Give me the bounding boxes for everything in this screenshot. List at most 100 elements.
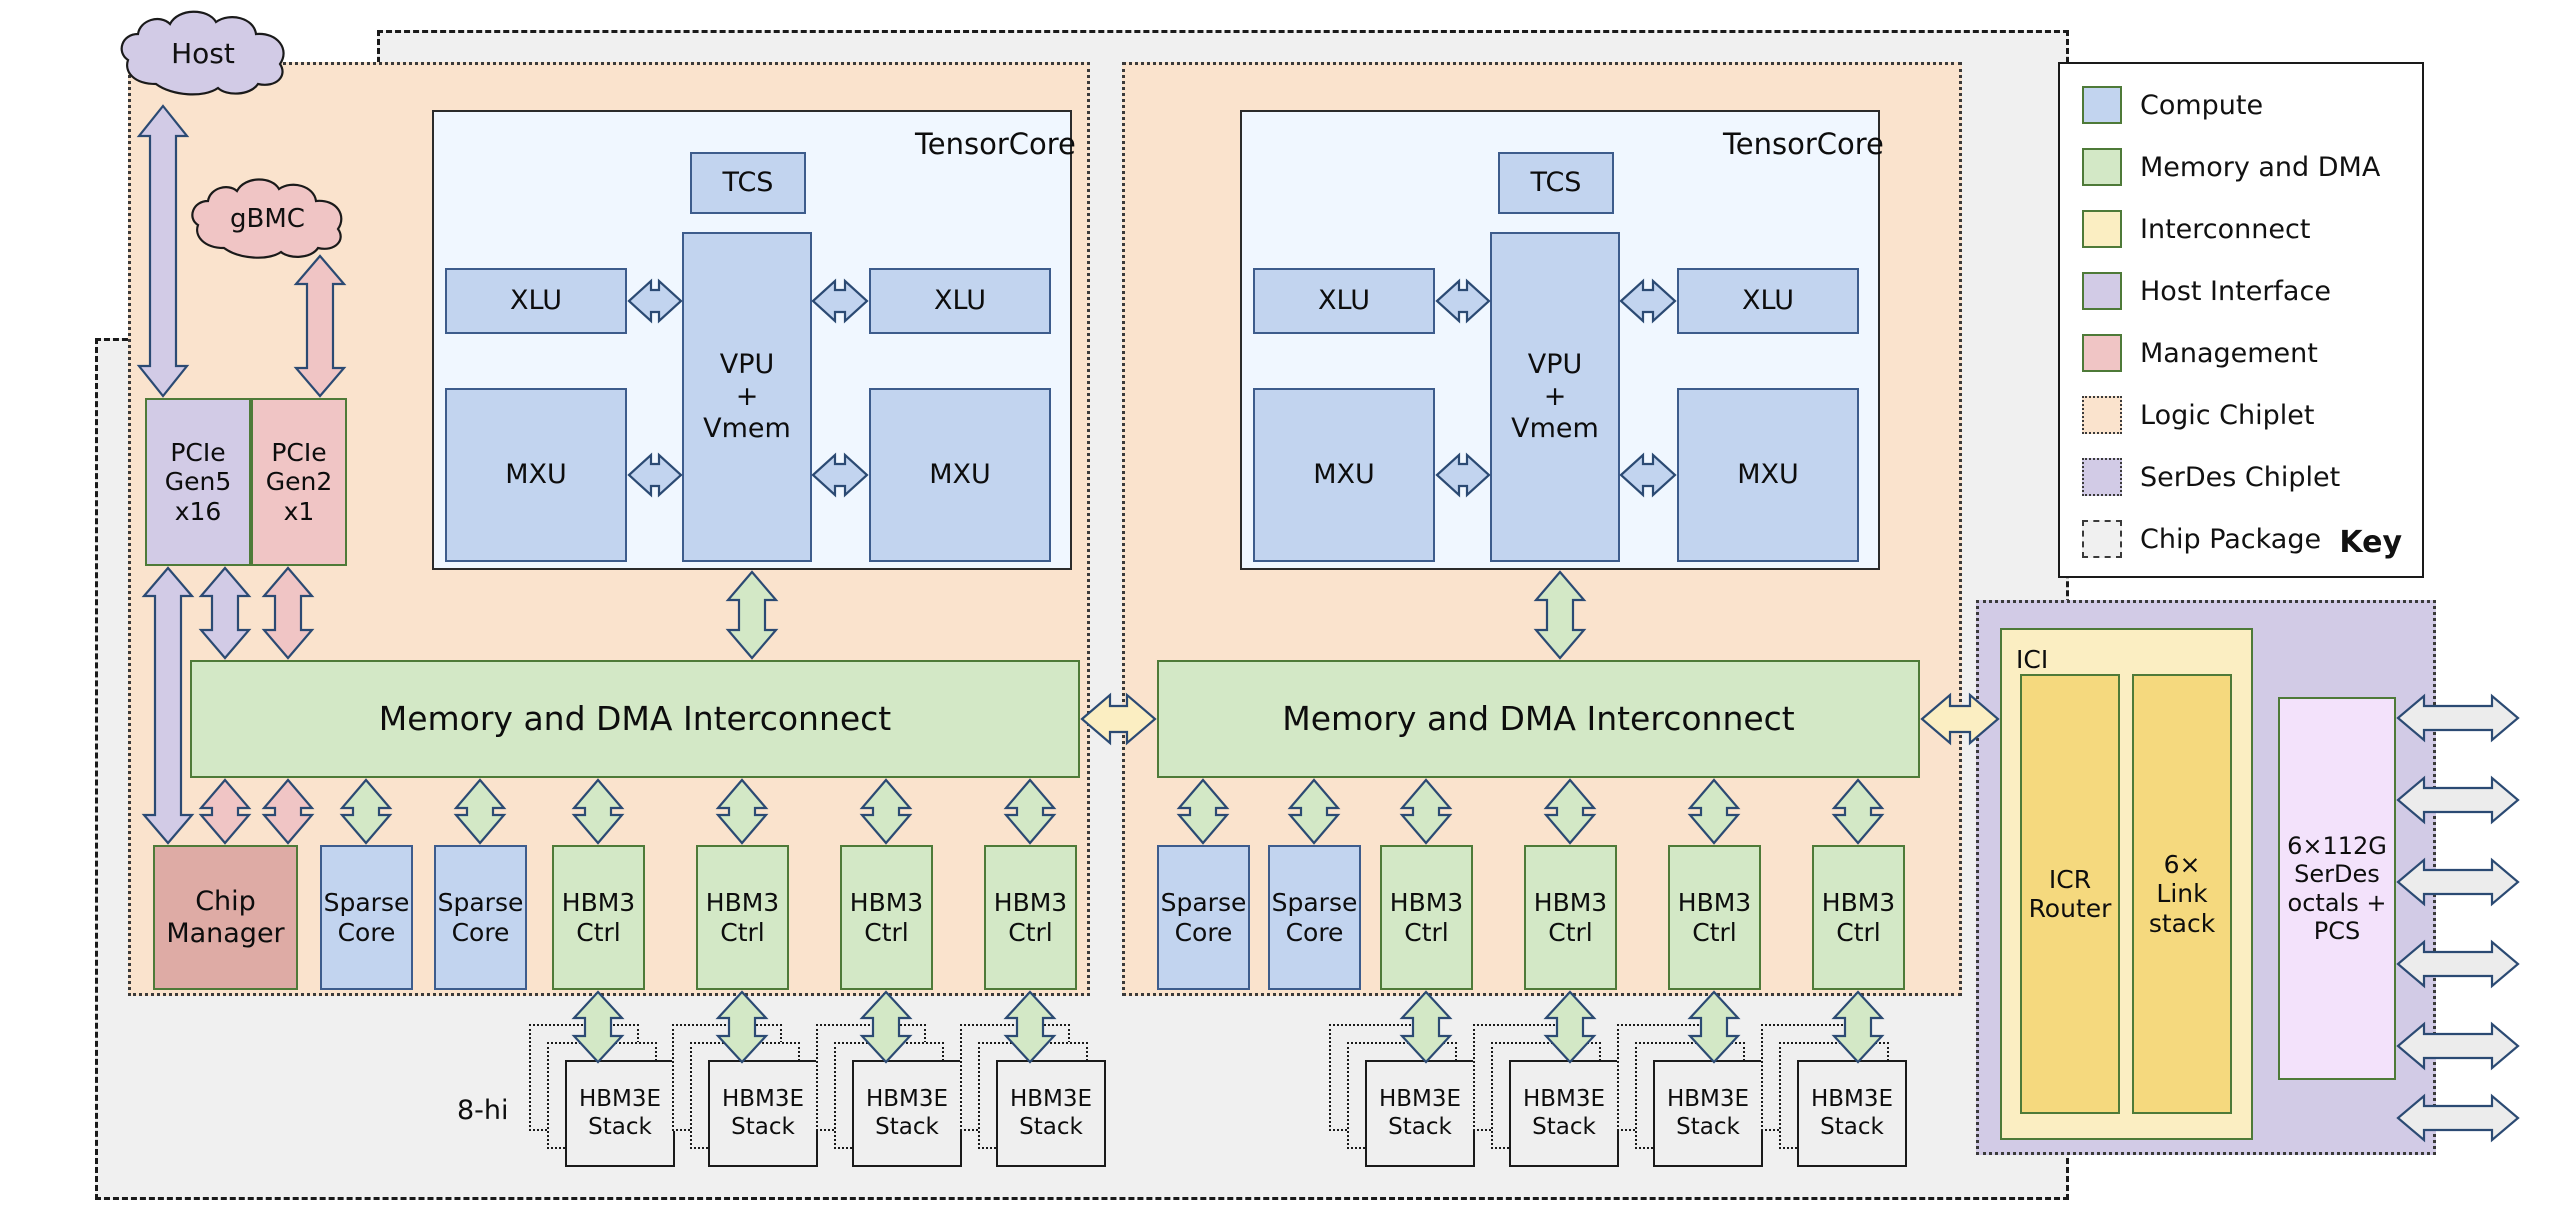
right-chiplet-bottom-block-0-label: Sparse Core bbox=[1160, 888, 1247, 947]
right-chiplet-bottom-block-2-label: HBM3 Ctrl bbox=[1389, 888, 1464, 947]
gbmc-cloud: gBMC bbox=[180, 178, 355, 260]
legend-item-5: Logic Chiplet bbox=[2082, 396, 2314, 434]
host-cloud-label: Host bbox=[171, 36, 235, 70]
chip-manager-label: Chip Manager bbox=[166, 885, 285, 949]
legend-label-3: Host Interface bbox=[2140, 275, 2331, 307]
left-chiplet-bottom-block-3-label: HBM3 Ctrl bbox=[705, 888, 780, 947]
gbmc-cloud-label: gBMC bbox=[230, 204, 305, 234]
legend-label-0: Compute bbox=[2140, 89, 2264, 121]
hbm3e-stack-3-label: HBM3E Stack bbox=[1009, 1086, 1093, 1140]
legend-label-2: Interconnect bbox=[2140, 213, 2311, 245]
mxu-right-2-label: MXU bbox=[1737, 459, 1799, 491]
legend-item-7: Chip Package bbox=[2082, 520, 2321, 558]
hbm-stack-height-label: 8-hi bbox=[457, 1095, 509, 1126]
ici-label: ICI bbox=[2016, 645, 2049, 674]
legend-title: Key bbox=[2339, 525, 2402, 560]
legend-swatch-1 bbox=[2082, 148, 2122, 186]
memory-dma-interconnect-left-label: Memory and DMA Interconnect bbox=[378, 698, 892, 738]
right-chiplet-bottom-block-5-label: HBM3 Ctrl bbox=[1821, 888, 1896, 947]
legend-item-3: Host Interface bbox=[2082, 272, 2331, 310]
right-chiplet-bottom-block-3: HBM3 Ctrl bbox=[1524, 845, 1617, 990]
xlu-left-1: XLU bbox=[445, 268, 627, 334]
memory-dma-interconnect-left: Memory and DMA Interconnect bbox=[190, 660, 1080, 778]
right-chiplet-bottom-block-3-label: HBM3 Ctrl bbox=[1533, 888, 1608, 947]
mxu-left-1-label: MXU bbox=[505, 459, 567, 491]
icr-router-block: ICR Router bbox=[2020, 674, 2120, 1114]
link-stack-label: 6× Link stack bbox=[2148, 849, 2216, 938]
left-chiplet-bottom-block-3: HBM3 Ctrl bbox=[696, 845, 789, 990]
hbm3e-stack-0: HBM3E Stack bbox=[565, 1060, 675, 1167]
hbm3e-stack-2-label: HBM3E Stack bbox=[865, 1086, 949, 1140]
legend-swatch-5 bbox=[2082, 396, 2122, 434]
host-cloud: Host bbox=[108, 10, 298, 96]
left-chiplet-bottom-block-2-label: HBM3 Ctrl bbox=[561, 888, 636, 947]
icr-router-label: ICR Router bbox=[2028, 864, 2112, 924]
hbm3e-stack-6-label: HBM3E Stack bbox=[1666, 1086, 1750, 1140]
legend-item-0: Compute bbox=[2082, 86, 2263, 124]
legend-label-4: Management bbox=[2140, 337, 2318, 369]
legend-label-5: Logic Chiplet bbox=[2140, 399, 2315, 431]
hbm3e-stack-0-label: HBM3E Stack bbox=[578, 1086, 662, 1140]
right-chiplet-bottom-block-4-label: HBM3 Ctrl bbox=[1677, 888, 1752, 947]
legend-item-6: SerDes Chiplet bbox=[2082, 458, 2340, 496]
pcie-gen5-block: PCIe Gen5 x16 bbox=[145, 398, 251, 566]
right-chiplet-bottom-block-2: HBM3 Ctrl bbox=[1380, 845, 1473, 990]
legend-item-2: Interconnect bbox=[2082, 210, 2310, 248]
mxu-right-1-label: MXU bbox=[1313, 459, 1375, 491]
tcs-right-label: TCS bbox=[1530, 167, 1582, 199]
legend-item-1: Memory and DMA bbox=[2082, 148, 2380, 186]
hbm3e-stack-6: HBM3E Stack bbox=[1653, 1060, 1763, 1167]
link-stack-block: 6× Link stack bbox=[2132, 674, 2232, 1114]
hbm3e-stack-1: HBM3E Stack bbox=[708, 1060, 818, 1167]
legend-swatch-3 bbox=[2082, 272, 2122, 310]
right-chiplet-bottom-block-4: HBM3 Ctrl bbox=[1668, 845, 1761, 990]
legend-swatch-7 bbox=[2082, 520, 2122, 558]
hbm3e-stack-4: HBM3E Stack bbox=[1365, 1060, 1475, 1167]
memory-dma-interconnect-right-label: Memory and DMA Interconnect bbox=[1282, 698, 1795, 738]
right-chiplet-bottom-block-1-label: Sparse Core bbox=[1271, 888, 1358, 947]
hbm3e-stack-5: HBM3E Stack bbox=[1509, 1060, 1619, 1167]
left-chiplet-bottom-block-1: Sparse Core bbox=[434, 845, 527, 990]
xlu-right-2: XLU bbox=[1677, 268, 1859, 334]
tensorcore-left-label: TensorCore bbox=[915, 127, 1076, 161]
vpu-vmem-left: VPU + Vmem bbox=[682, 232, 812, 562]
pcie-gen2-block: PCIe Gen2 x1 bbox=[251, 398, 347, 566]
left-chiplet-bottom-block-0-label: Sparse Core bbox=[323, 888, 410, 947]
legend-label-7: Chip Package bbox=[2140, 523, 2322, 555]
tensorcore-right-label: TensorCore bbox=[1723, 127, 1884, 161]
vpu-vmem-right: VPU + Vmem bbox=[1490, 232, 1620, 562]
right-chiplet-bottom-block-0: Sparse Core bbox=[1157, 845, 1250, 990]
left-chiplet-bottom-block-4-label: HBM3 Ctrl bbox=[849, 888, 924, 947]
memory-dma-interconnect-right: Memory and DMA Interconnect bbox=[1157, 660, 1920, 778]
pcie-gen5-label: PCIe Gen5 x16 bbox=[164, 437, 232, 526]
hbm3e-stack-7-label: HBM3E Stack bbox=[1810, 1086, 1894, 1140]
mxu-left-2: MXU bbox=[869, 388, 1051, 562]
left-chiplet-bottom-block-2: HBM3 Ctrl bbox=[552, 845, 645, 990]
hbm3e-stack-7: HBM3E Stack bbox=[1797, 1060, 1907, 1167]
mxu-left-1: MXU bbox=[445, 388, 627, 562]
hbm3e-stack-5-label: HBM3E Stack bbox=[1522, 1086, 1606, 1140]
legend-label-1: Memory and DMA bbox=[2140, 151, 2381, 183]
left-chiplet-bottom-block-5-label: HBM3 Ctrl bbox=[993, 888, 1068, 947]
hbm3e-stack-1-label: HBM3E Stack bbox=[721, 1086, 805, 1140]
left-chiplet-bottom-block-0: Sparse Core bbox=[320, 845, 413, 990]
left-chiplet-bottom-block-5: HBM3 Ctrl bbox=[984, 845, 1077, 990]
hbm3e-stack-4-label: HBM3E Stack bbox=[1378, 1086, 1462, 1140]
xlu-right-1: XLU bbox=[1253, 268, 1435, 334]
right-chiplet-bottom-block-5: HBM3 Ctrl bbox=[1812, 845, 1905, 990]
legend-swatch-2 bbox=[2082, 210, 2122, 248]
legend-swatch-6 bbox=[2082, 458, 2122, 496]
legend-label-6: SerDes Chiplet bbox=[2140, 461, 2341, 493]
hbm3e-stack-2: HBM3E Stack bbox=[852, 1060, 962, 1167]
tcs-right: TCS bbox=[1498, 152, 1614, 214]
mxu-left-2-label: MXU bbox=[929, 459, 991, 491]
chip-manager-block: Chip Manager bbox=[153, 845, 298, 990]
legend-swatch-4 bbox=[2082, 334, 2122, 372]
xlu-right-1-label: XLU bbox=[1318, 285, 1370, 317]
xlu-left-1-label: XLU bbox=[510, 285, 562, 317]
hbm3e-stack-3: HBM3E Stack bbox=[996, 1060, 1106, 1167]
mxu-right-2: MXU bbox=[1677, 388, 1859, 562]
